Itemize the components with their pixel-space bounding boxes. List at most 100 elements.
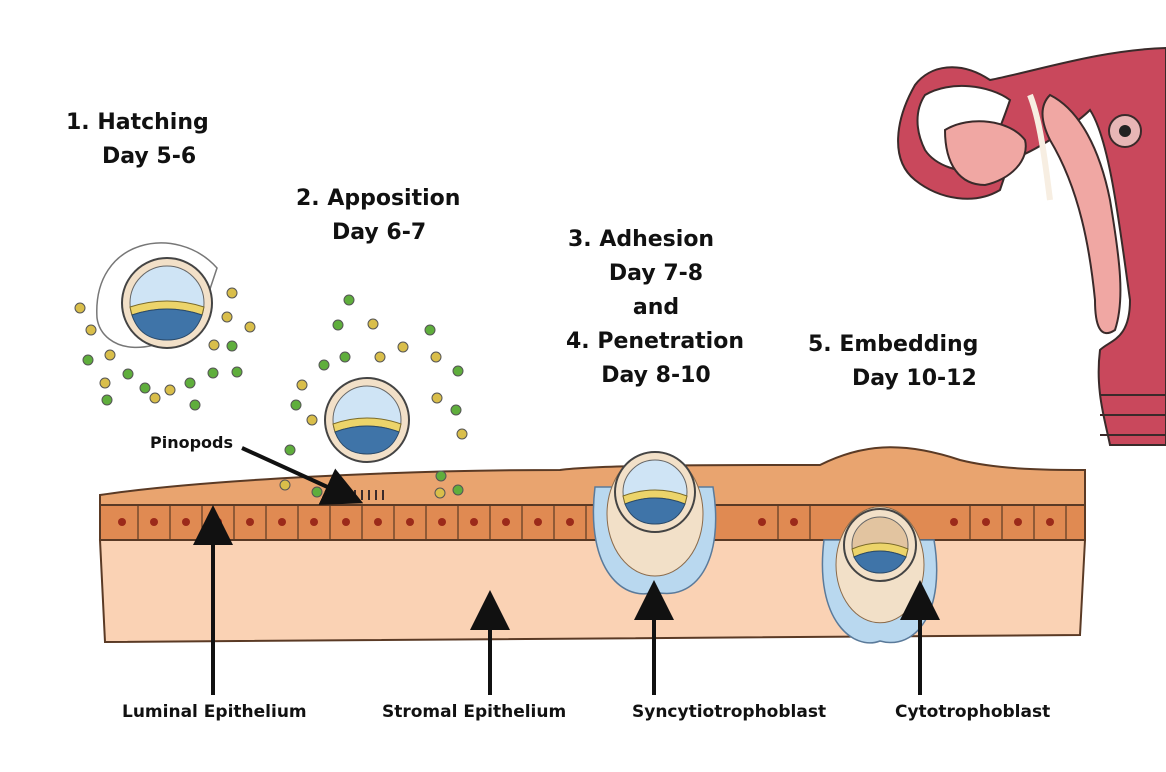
nucleus bbox=[150, 518, 158, 526]
green-cell bbox=[101, 394, 113, 406]
green-cell bbox=[450, 404, 462, 416]
stage-5-name: 5. Embedding bbox=[808, 332, 979, 357]
stage-2-name: 2. Apposition bbox=[296, 186, 461, 211]
yellow-cell bbox=[149, 392, 161, 404]
green-cell bbox=[284, 444, 296, 456]
green-cell bbox=[82, 354, 94, 366]
nucleus bbox=[438, 518, 446, 526]
green-cell bbox=[189, 399, 201, 411]
stage-2-title: 2. Apposition Day 6-7 bbox=[296, 182, 460, 250]
yellow-cell bbox=[74, 302, 86, 314]
green-cell bbox=[226, 340, 238, 352]
yellow-cell bbox=[164, 384, 176, 396]
nucleus bbox=[342, 518, 350, 526]
yellow-cell bbox=[244, 321, 256, 333]
stage-5-days: Day 10-12 bbox=[852, 366, 977, 391]
uterine-cavity bbox=[1041, 93, 1122, 335]
nucleus bbox=[470, 518, 478, 526]
yellow-cell bbox=[456, 428, 468, 440]
stage-3-4-title: 3. Adhesion Day 7-8 and 4. Penetration D… bbox=[566, 223, 746, 393]
adhesion-blastocyst bbox=[592, 451, 717, 595]
green-cell bbox=[231, 366, 243, 378]
green-cell bbox=[318, 359, 330, 371]
nucleus bbox=[758, 518, 766, 526]
yellow-cell bbox=[374, 351, 386, 363]
apposition-blastocyst bbox=[324, 377, 410, 463]
stage-4-name: 4. Penetration bbox=[566, 329, 744, 354]
stage-1-title: 1. Hatching Day 5-6 bbox=[66, 106, 209, 174]
yellow-cell bbox=[99, 377, 111, 389]
green-cell bbox=[290, 399, 302, 411]
green-cell bbox=[452, 484, 464, 496]
green-cell bbox=[452, 365, 464, 377]
green-cell bbox=[424, 324, 436, 336]
stage-1-days: Day 5-6 bbox=[102, 144, 197, 169]
green-cell bbox=[311, 486, 323, 498]
nucleus bbox=[502, 518, 510, 526]
uterus-illustration bbox=[897, 46, 1166, 446]
nucleus bbox=[950, 518, 958, 526]
stage-1-name: 1. Hatching bbox=[66, 110, 209, 135]
green-cell bbox=[435, 470, 447, 482]
yellow-cell bbox=[434, 487, 446, 499]
syncytiotrophoblast-label: Syncytiotrophoblast bbox=[632, 702, 827, 722]
ovary bbox=[943, 120, 1027, 187]
nucleus bbox=[374, 518, 382, 526]
green-cell bbox=[339, 351, 351, 363]
green-cell bbox=[122, 368, 134, 380]
pinopods-label: Pinopods bbox=[150, 433, 234, 452]
stromal-epithelium-label: Stromal Epithelium bbox=[382, 702, 567, 722]
zona-pellucida bbox=[96, 242, 218, 349]
green-cell bbox=[207, 367, 219, 379]
label-arrows bbox=[193, 446, 940, 695]
endometrium-block bbox=[98, 446, 1087, 644]
yellow-cell bbox=[367, 318, 379, 330]
stage-3-days: Day 7-8 bbox=[608, 261, 704, 286]
yellow-cell bbox=[430, 351, 442, 363]
yellow-cell bbox=[226, 287, 238, 299]
luminal-epithelium-layer bbox=[99, 504, 1086, 541]
yellow-cell bbox=[208, 339, 220, 351]
pinopods-arrow bbox=[241, 446, 364, 505]
stage-connector-and: and bbox=[632, 295, 680, 320]
stage-5-title: 5. Embedding Day 10-12 bbox=[808, 328, 978, 396]
stage-2-days: Day 6-7 bbox=[332, 220, 427, 245]
yellow-cell bbox=[397, 341, 409, 353]
stage-4-days: Day 8-10 bbox=[601, 363, 711, 388]
yellow-cell bbox=[431, 392, 443, 404]
yellow-cell bbox=[85, 324, 97, 336]
hatching-blastocyst bbox=[96, 242, 218, 349]
stage-3-name: 3. Adhesion bbox=[568, 227, 715, 252]
yellow-cell bbox=[279, 479, 291, 491]
nucleus bbox=[118, 518, 126, 526]
green-cell bbox=[332, 319, 344, 331]
nucleus bbox=[790, 518, 798, 526]
yellow-cell bbox=[221, 311, 233, 323]
yellow-cell bbox=[296, 379, 308, 391]
nucleus bbox=[566, 518, 574, 526]
yellow-cell bbox=[306, 414, 318, 426]
epithelium-surface bbox=[99, 446, 1086, 506]
floating-cells bbox=[74, 287, 468, 499]
nucleus bbox=[534, 518, 542, 526]
inner-cell-mass bbox=[334, 425, 400, 455]
nucleus bbox=[182, 518, 190, 526]
nucleus bbox=[214, 518, 222, 526]
green-cell bbox=[343, 294, 355, 306]
nucleus bbox=[310, 518, 318, 526]
epithelial-nuclei bbox=[118, 505, 1067, 540]
cytotrophoblast-label: Cytotrophoblast bbox=[895, 702, 1051, 722]
inner-cell-mass bbox=[624, 497, 686, 525]
nucleus bbox=[278, 518, 286, 526]
yellow-cell bbox=[104, 349, 116, 361]
green-cell bbox=[184, 377, 196, 389]
luminal-epithelium-label: Luminal Epithelium bbox=[122, 702, 307, 722]
inner-cell-mass bbox=[131, 308, 203, 341]
nucleus bbox=[406, 518, 414, 526]
nucleus bbox=[1046, 518, 1054, 526]
nucleus bbox=[246, 518, 254, 526]
inner-cell-mass bbox=[853, 550, 907, 574]
nucleus bbox=[1014, 518, 1022, 526]
